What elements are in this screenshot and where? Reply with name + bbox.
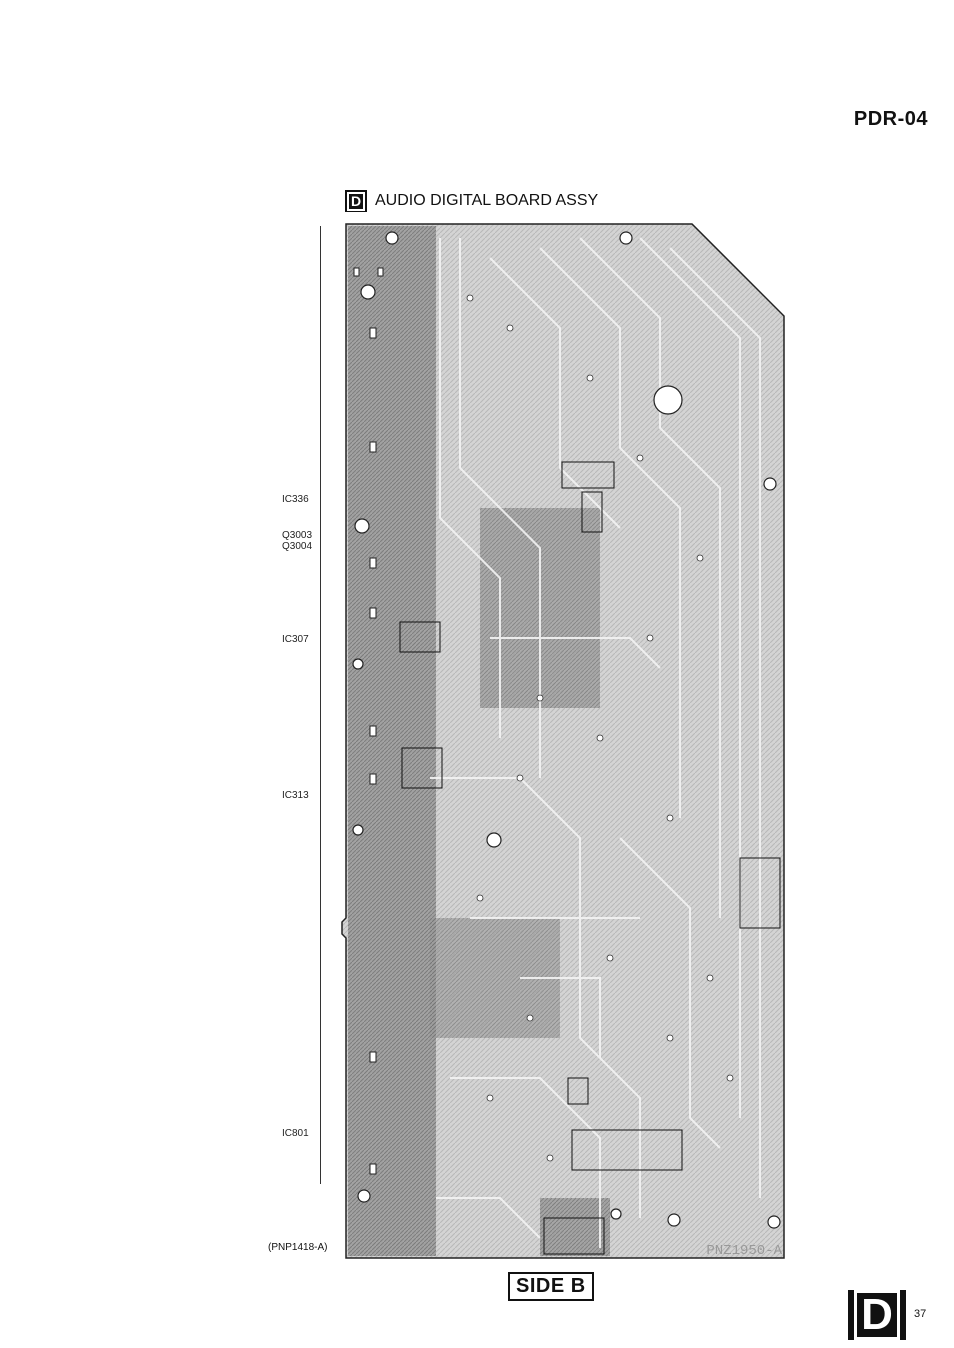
- pcb-code: PNZ1950-A: [706, 1243, 782, 1259]
- board-title: D AUDIO DIGITAL BOARD ASSY: [345, 190, 598, 212]
- ic-label-ic336: IC336: [282, 494, 309, 505]
- model-name: PDR-04: [853, 108, 928, 130]
- ic-label-ic313: IC313: [282, 790, 309, 801]
- ic-footprints: [399, 461, 781, 1255]
- assy-code: (PNP1418-A): [268, 1242, 328, 1253]
- ic-label-q3003: Q3003: [282, 530, 313, 541]
- ic-label-ic801: IC801: [282, 1128, 309, 1139]
- side-label: SIDE B: [508, 1272, 594, 1301]
- board-badge: D: [345, 190, 367, 212]
- mounting-holes: [352, 231, 781, 1229]
- board-title-text: AUDIO DIGITAL BOARD ASSY: [375, 192, 599, 209]
- ic-guide-line: [320, 226, 321, 1184]
- ic-label-q3004: Q3004: [282, 541, 313, 552]
- vias: [466, 294, 734, 1162]
- ic-label-ic307: IC307: [282, 634, 309, 645]
- ground-plane-left: [348, 226, 436, 1256]
- page-number: 37: [914, 1308, 927, 1320]
- pcb-diagram: PNZ1950-A: [340, 218, 792, 1266]
- section-badge: D: [848, 1290, 906, 1340]
- ground-plane-bottom: [540, 1198, 610, 1256]
- component-pads: [353, 267, 384, 1175]
- pcb-traces: [430, 237, 761, 1248]
- pcb-board-svg: PNZ1950-A: [341, 223, 785, 1259]
